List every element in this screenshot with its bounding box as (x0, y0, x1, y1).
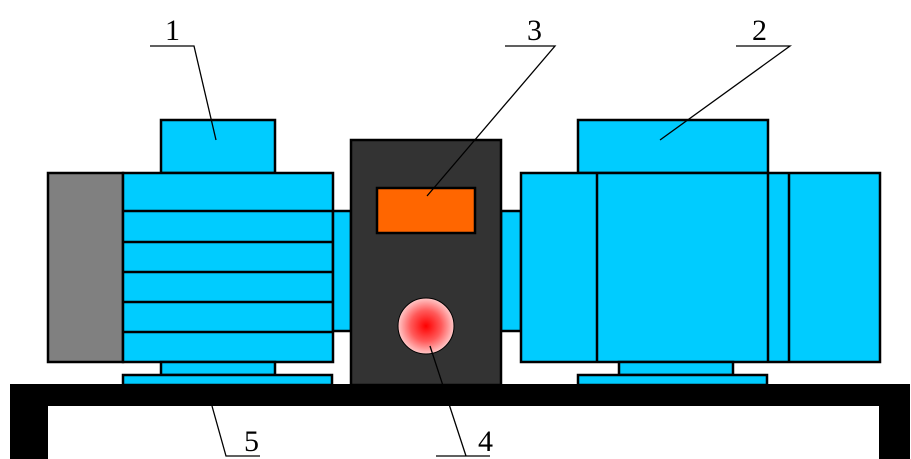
motor-2-body (519, 171, 882, 364)
leader-lines (150, 45, 793, 457)
callout-label-3: 3 (527, 14, 542, 47)
leader-5 (211, 405, 260, 457)
indicator-lamp (397, 297, 455, 355)
motor-1 (46, 118, 335, 387)
callout-label-5: 5 (244, 425, 259, 458)
motor-2-terminal-box (576, 118, 770, 175)
display-panel (375, 186, 477, 235)
leader-3 (426, 45, 557, 197)
motor-2 (519, 118, 882, 387)
leader-1 (150, 45, 217, 141)
motor-1-foot-neck (159, 360, 277, 377)
motor-2-foot (576, 373, 769, 387)
motor-1-body (121, 171, 335, 364)
callout-labels: 1 2 3 4 5 (165, 14, 767, 458)
callout-label-2: 2 (752, 14, 767, 47)
base-frame (10, 384, 910, 459)
shaft-left (331, 209, 353, 333)
callout-label-1: 1 (165, 14, 180, 47)
shaft-right (499, 209, 523, 333)
callout-label-4: 4 (478, 425, 493, 458)
leader-2 (659, 45, 793, 141)
motor-1-terminal-box (159, 118, 277, 175)
motor-2-foot-neck (617, 360, 735, 377)
control-box (349, 138, 503, 387)
leader-4 (429, 345, 467, 457)
motor-1-foot (121, 373, 334, 387)
motor-1-end-cap (46, 171, 125, 364)
